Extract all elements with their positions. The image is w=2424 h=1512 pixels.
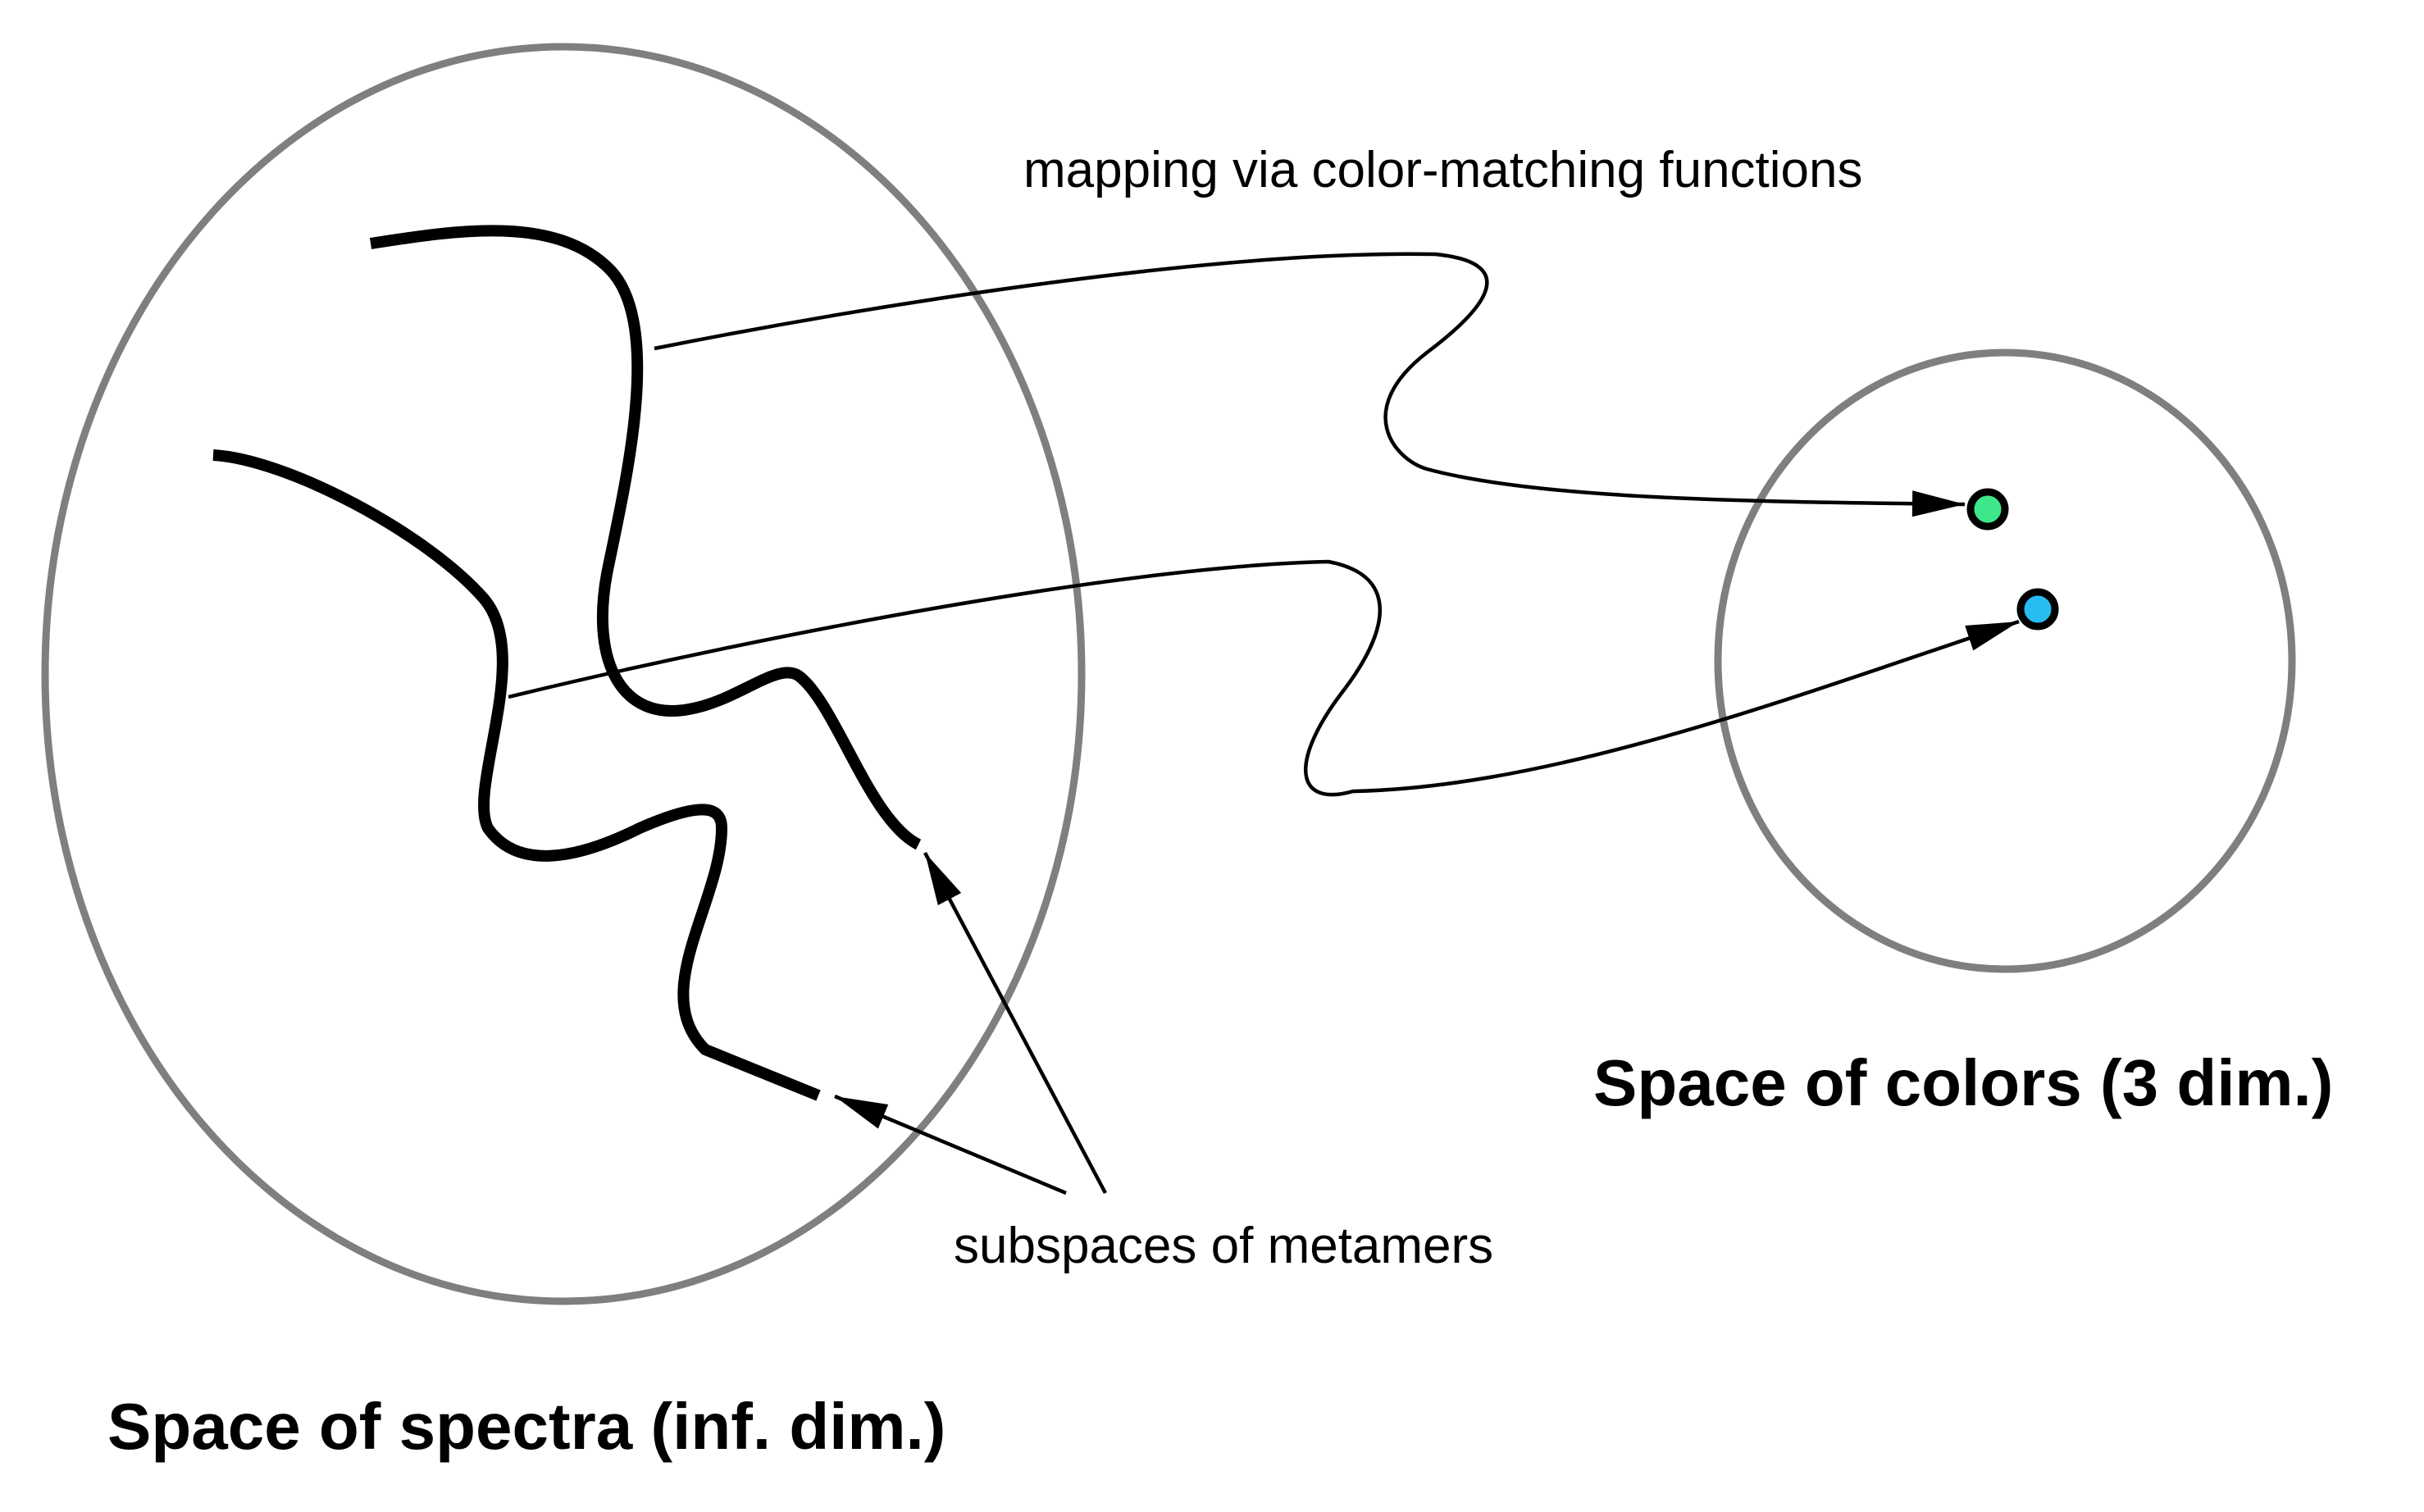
colors-space-label: Space of colors (3 dim.) [1593,1046,2333,1119]
metamer-curve-2 [212,449,821,1101]
metamer-curve-1 [369,225,922,850]
metamer-pointer-arrow-right [923,851,1107,1195]
mapping-arrow-to-blue-point [508,559,2020,797]
color-point-green [1966,488,2009,531]
metamers-label: subspaces of metamers [954,1218,1493,1274]
spectra-space-ellipse [41,43,1086,1305]
spectra-space-label: Space of spectra (inf. dim.) [107,1390,945,1463]
metamer-pointer-arrow-left [834,1094,1067,1195]
mapping-arrow-to-green-point [654,252,1966,517]
mapping-label: mapping via color-matching functions [1023,142,1863,198]
color-point-blue [2016,588,2059,631]
colors-space-circle [1714,348,2296,973]
